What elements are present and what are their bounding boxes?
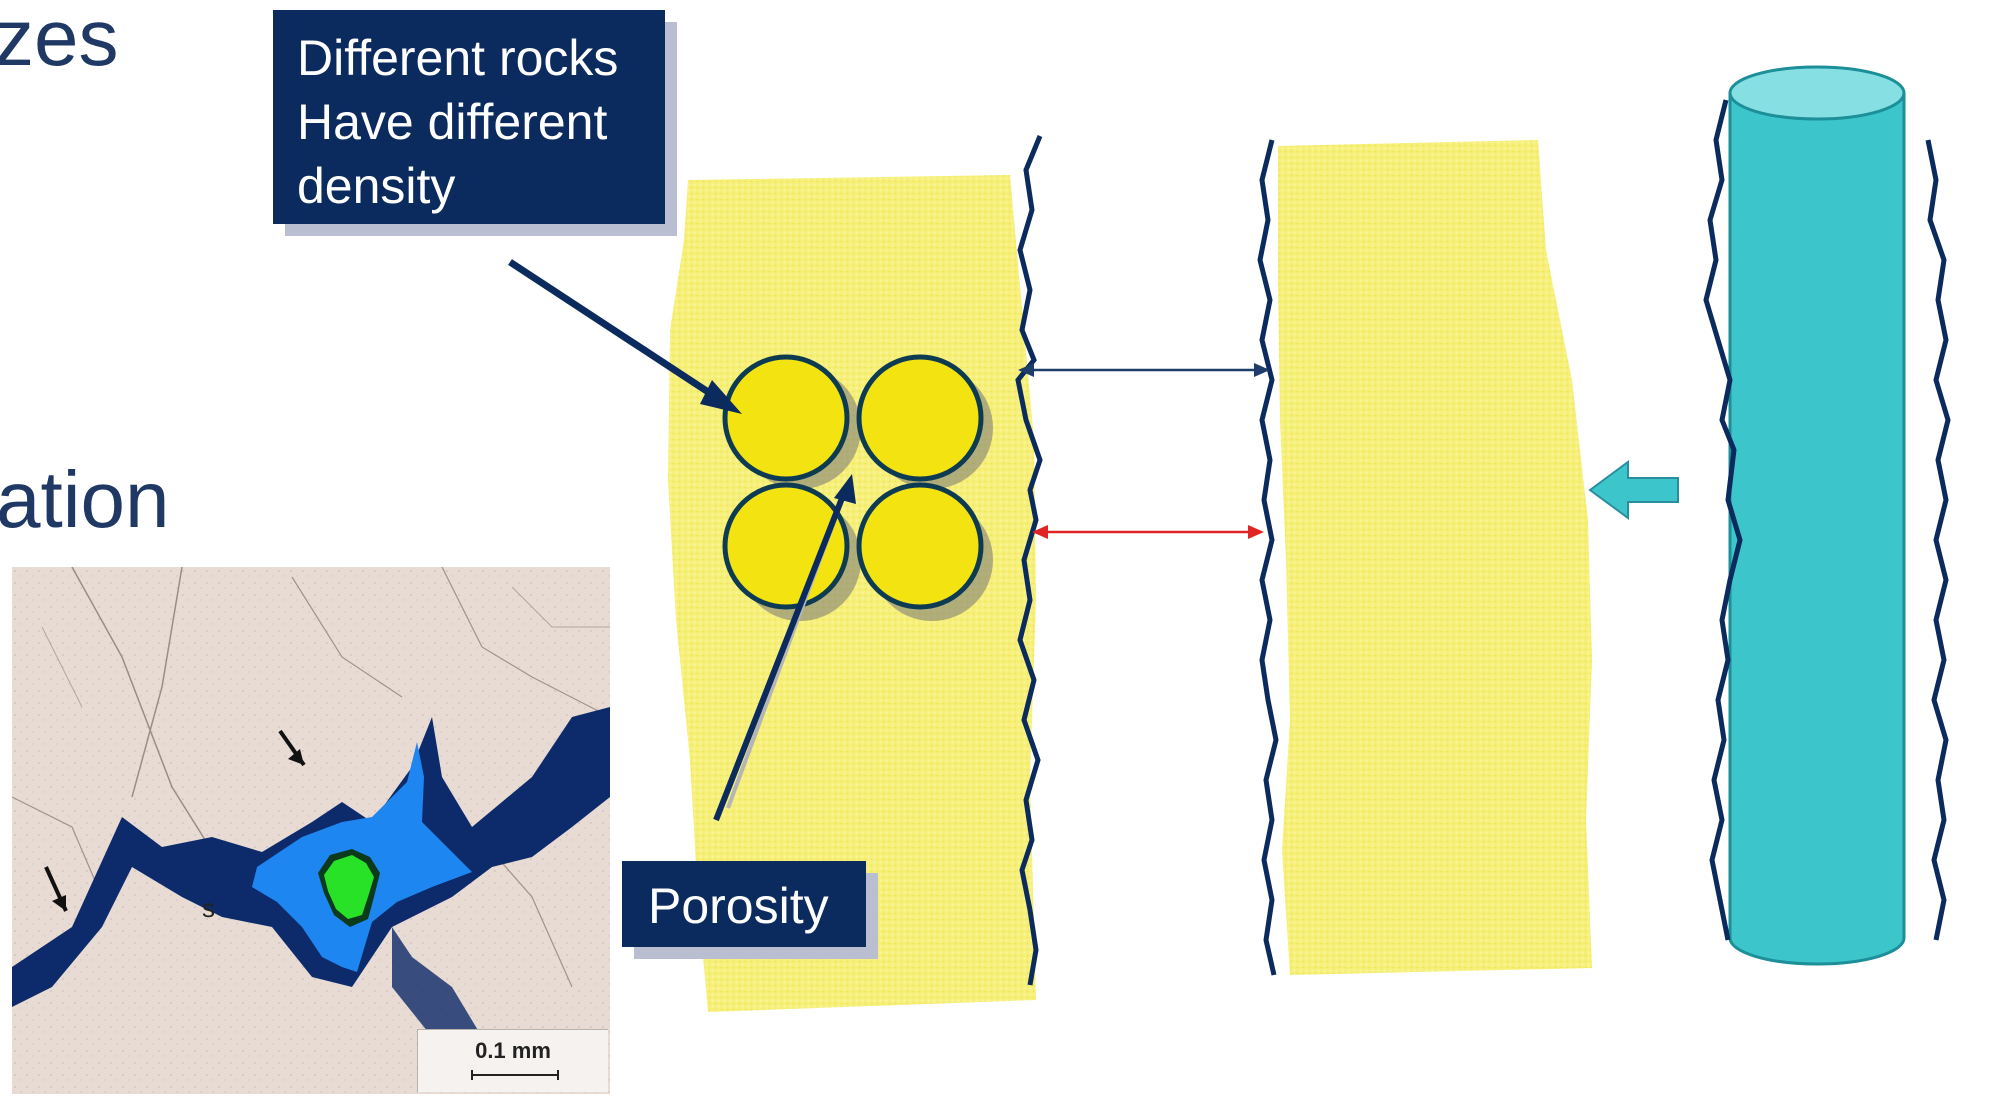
caliper-arrow-blue: [1018, 363, 1270, 377]
borehole-wall-cylinder-right: [1928, 140, 1948, 940]
callout-density-line-3: density: [297, 154, 663, 218]
callout-density-line-1: Different rocks: [297, 26, 663, 90]
grain-circle-top-right: [859, 357, 981, 479]
block-arrow-left-icon: [1590, 462, 1678, 518]
caliper-arrow-red: [1032, 525, 1264, 539]
callout-density: Different rocks Have different density: [273, 10, 665, 224]
borehole-wall-middle: [1260, 140, 1276, 975]
callout-density-line-2: Have different: [297, 90, 663, 154]
sandstone-layer-right: [1278, 140, 1592, 975]
grain-circle-top-left: [725, 357, 847, 479]
logging-tool-cylinder: [1730, 67, 1904, 964]
callout-porosity: Porosity: [622, 861, 866, 947]
grain-circle-bottom-left: [725, 485, 847, 607]
grain-circle-bottom-right: [859, 485, 981, 607]
